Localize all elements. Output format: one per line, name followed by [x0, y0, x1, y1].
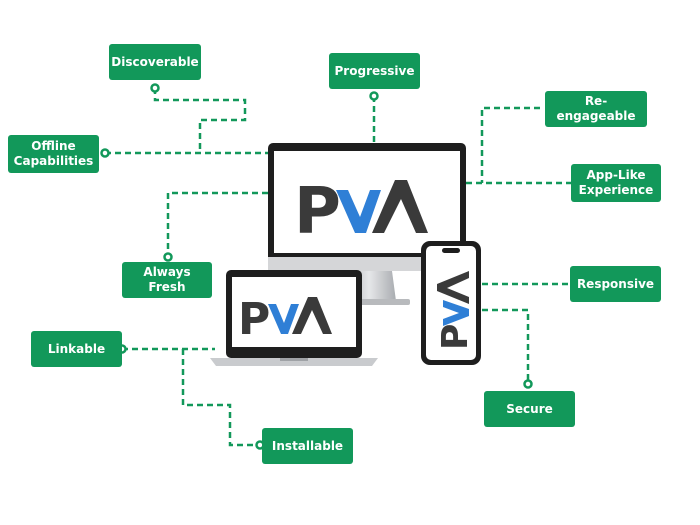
feature-responsive: Responsive	[570, 266, 661, 302]
feature-installable: Installable	[262, 428, 353, 464]
svg-text:P: P	[435, 324, 476, 350]
feature-re-engageable: Re-engageable	[545, 91, 647, 127]
svg-text:P: P	[294, 175, 341, 249]
feature-progressive: Progressive	[329, 53, 420, 89]
feature-linkable: Linkable	[31, 331, 122, 367]
connector-discoverable	[153, 88, 247, 153]
node-dot	[369, 91, 379, 101]
node-dot	[163, 252, 173, 262]
pwa-logo-phone: P	[435, 271, 476, 350]
smartphone: P	[421, 241, 481, 365]
feature-offline-capabilities: Offline Capabilities	[8, 135, 99, 173]
feature-secure: Secure	[484, 391, 575, 427]
feature-app-like-experience: App-Like Experience	[571, 164, 661, 202]
feature-discoverable: Discoverable	[109, 44, 201, 80]
connector-installable	[181, 349, 260, 447]
feature-always-fresh: Always Fresh	[122, 262, 212, 298]
node-dot	[150, 83, 160, 93]
svg-text:P: P	[238, 294, 270, 345]
pwa-logo-desktop: P	[294, 175, 428, 249]
node-dot	[523, 379, 533, 389]
connector-always-fresh	[166, 191, 268, 257]
pwa-logo-laptop: P	[238, 294, 332, 345]
connector-secure	[482, 308, 530, 384]
laptop: P	[210, 270, 378, 366]
node-dot	[100, 148, 110, 158]
desktop-monitor: P	[268, 143, 466, 305]
connector-re-engageable	[480, 106, 540, 183]
